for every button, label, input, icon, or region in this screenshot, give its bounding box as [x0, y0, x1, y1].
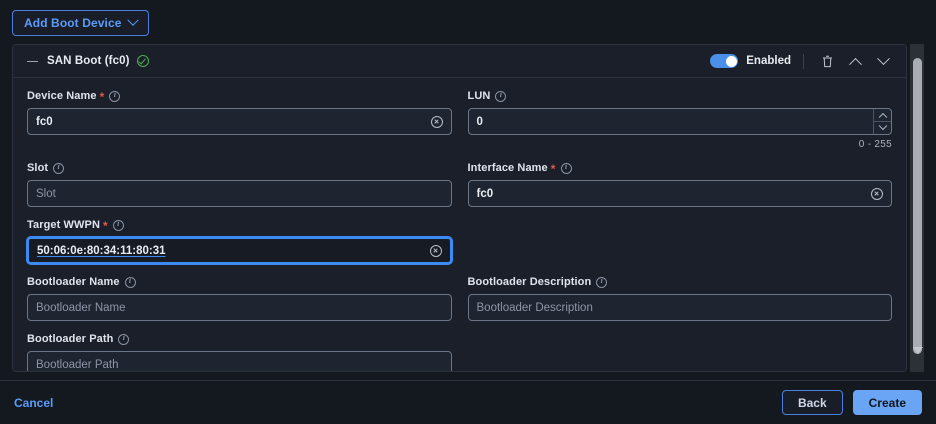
- scrollbar-thumb[interactable]: [912, 58, 922, 354]
- interface-name-value: fc0: [476, 187, 494, 200]
- target-wwpn-label-row: Target WWPN *: [27, 219, 452, 233]
- boot-device-list: SAN Boot (fc0) Enabled: [12, 44, 907, 372]
- field-device-name: Device Name * fc0: [27, 90, 452, 150]
- required-marker: *: [99, 90, 105, 104]
- stepper-up-icon[interactable]: [874, 109, 891, 122]
- interface-name-label: Interface Name: [467, 162, 548, 174]
- info-icon[interactable]: [53, 162, 65, 174]
- lun-range-hint: 0 - 255: [858, 139, 892, 150]
- trash-icon[interactable]: [816, 50, 838, 72]
- san-boot-form: Device Name * fc0 LUN 0: [13, 78, 906, 371]
- cancel-button[interactable]: Cancel: [14, 395, 54, 410]
- dialog-footer: Cancel Back Create: [0, 380, 936, 424]
- field-slot: Slot Slot: [27, 162, 452, 207]
- device-name-input[interactable]: fc0: [27, 108, 452, 135]
- info-icon[interactable]: [109, 90, 121, 102]
- field-interface-name: Interface Name * fc0: [467, 162, 893, 207]
- create-button[interactable]: Create: [852, 390, 922, 415]
- field-lun: LUN 0 0 - 255: [467, 90, 893, 150]
- bootloader-name-placeholder: Bootloader Name: [36, 301, 126, 314]
- target-wwpn-value: 50:06:0e:80:34:11:80:31: [37, 244, 166, 257]
- chevron-up-icon[interactable]: [844, 50, 866, 72]
- device-name-label: Device Name: [27, 90, 97, 102]
- interface-name-input[interactable]: fc0: [467, 180, 892, 207]
- back-button[interactable]: Back: [781, 390, 843, 415]
- bootloader-path-label-row: Bootloader Path: [27, 333, 452, 345]
- footer-actions: Back Create: [781, 390, 922, 415]
- slot-label-row: Slot: [27, 162, 452, 174]
- info-icon[interactable]: [112, 219, 124, 231]
- slot-input[interactable]: Slot: [27, 180, 452, 207]
- info-icon[interactable]: [560, 162, 572, 174]
- bootloader-description-label: Bootloader Description: [467, 276, 592, 288]
- info-icon[interactable]: [118, 333, 130, 345]
- bootloader-name-input[interactable]: Bootloader Name: [27, 294, 452, 321]
- lun-label-row: LUN: [468, 90, 893, 102]
- scroll-down-arrow-icon[interactable]: [913, 347, 923, 354]
- device-name-value: fc0: [36, 115, 53, 128]
- clear-icon[interactable]: [871, 187, 883, 200]
- bootloader-path-input[interactable]: Bootloader Path: [27, 351, 452, 371]
- chevron-down-icon: [126, 14, 139, 26]
- san-boot-card-title: SAN Boot (fc0): [47, 55, 130, 67]
- enabled-toggle-label: Enabled: [746, 55, 791, 67]
- bootloader-description-label-row: Bootloader Description: [468, 276, 893, 288]
- minus-icon[interactable]: [27, 56, 38, 67]
- lun-input[interactable]: 0: [467, 108, 892, 135]
- info-icon[interactable]: [124, 276, 136, 288]
- target-wwpn-input[interactable]: 50:06:0e:80:34:11:80:31: [27, 237, 452, 264]
- required-marker: *: [550, 162, 556, 176]
- field-bootloader-description: Bootloader Description Bootloader Descri…: [467, 276, 893, 321]
- info-icon[interactable]: [596, 276, 608, 288]
- device-name-label-row: Device Name *: [27, 90, 452, 104]
- bootloader-path-label: Bootloader Path: [27, 333, 114, 345]
- target-wwpn-label: Target WWPN: [27, 219, 101, 231]
- field-bootloader-name: Bootloader Name Bootloader Name: [27, 276, 452, 321]
- check-circle-icon: [136, 55, 149, 67]
- divider: [803, 53, 804, 69]
- bootloader-path-placeholder: Bootloader Path: [36, 358, 119, 371]
- stepper-down-icon[interactable]: [874, 121, 891, 135]
- san-boot-card-header: SAN Boot (fc0) Enabled: [13, 45, 906, 78]
- required-marker: *: [103, 219, 108, 233]
- clear-icon[interactable]: [429, 244, 442, 257]
- field-target-wwpn: Target WWPN * 50:06:0e:80:34:11:80:31: [27, 219, 452, 264]
- clear-icon[interactable]: [430, 115, 443, 128]
- bootloader-name-label: Bootloader Name: [27, 276, 120, 288]
- body-region: SAN Boot (fc0) Enabled: [12, 44, 924, 372]
- slot-placeholder: Slot: [36, 187, 56, 200]
- vertical-scrollbar[interactable]: [910, 44, 924, 372]
- interface-name-label-row: Interface Name *: [467, 162, 893, 176]
- slot-label: Slot: [27, 162, 49, 174]
- lun-label: LUN: [467, 90, 491, 102]
- chevron-down-icon[interactable]: [872, 50, 894, 72]
- info-icon[interactable]: [495, 90, 507, 102]
- card-header-actions: Enabled: [710, 50, 894, 72]
- toolbar: Add Boot Device: [0, 0, 936, 44]
- add-boot-device-button[interactable]: Add Boot Device: [12, 10, 149, 36]
- field-bootloader-path: Bootloader Path Bootloader Path: [27, 333, 452, 371]
- bootloader-description-placeholder: Bootloader Description: [476, 301, 593, 314]
- enabled-toggle[interactable]: [710, 54, 739, 68]
- bootloader-name-label-row: Bootloader Name: [27, 276, 452, 288]
- bootloader-description-input[interactable]: Bootloader Description: [467, 294, 892, 321]
- add-boot-device-label: Add Boot Device: [24, 16, 122, 30]
- lun-value: 0: [476, 115, 483, 128]
- lun-stepper[interactable]: [873, 109, 891, 134]
